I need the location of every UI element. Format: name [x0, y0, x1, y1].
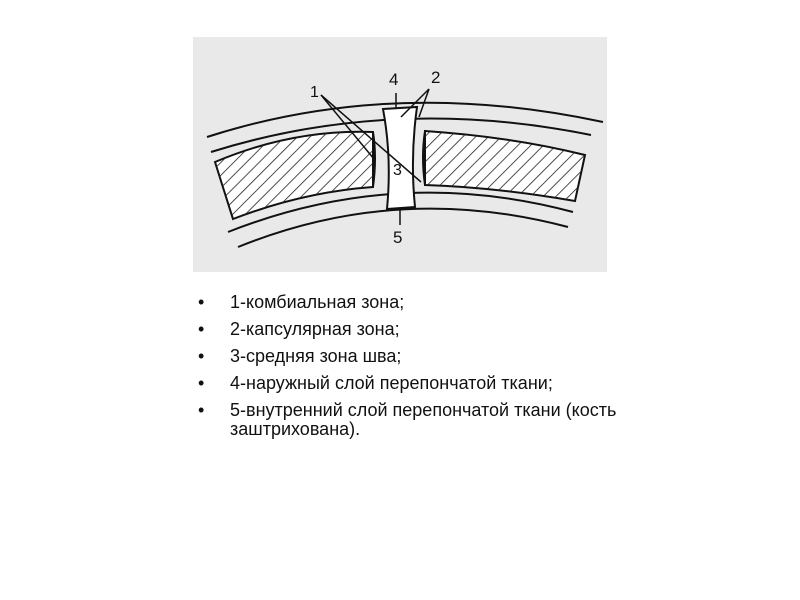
legend-text: 1-комбиальная зона;	[230, 292, 405, 312]
label-4: 4	[389, 70, 398, 89]
leader-2a	[400, 88, 430, 118]
legend-item: • 4-наружный слой перепончатой ткани;	[198, 374, 618, 393]
gap-wall-left	[372, 131, 376, 188]
legend-text: 5-внутренний слой перепончатой ткани (ко…	[230, 400, 617, 439]
bullet-icon: •	[198, 400, 205, 420]
label-3: 3	[393, 162, 402, 179]
outer-layer-line-1	[206, 101, 604, 138]
legend-item: • 3-средняя зона шва;	[198, 347, 618, 366]
legend-item: • 1-комбиальная зона;	[198, 293, 618, 312]
legend-text: 3-средняя зона шва;	[230, 346, 402, 366]
legend-item: • 5-внутренний слой перепончатой ткани (к…	[198, 401, 618, 439]
label-2: 2	[431, 68, 440, 87]
leader-1b	[320, 94, 422, 183]
legend-list: • 1-комбиальная зона; • 2-капсулярная зона…	[198, 293, 618, 447]
legend-text: 4-наружный слой перепончатой ткани;	[230, 373, 553, 393]
bone-right	[424, 129, 587, 203]
leader-2b	[418, 88, 430, 118]
bullet-icon: •	[198, 373, 205, 393]
label-5: 5	[393, 228, 402, 247]
suture-column	[381, 105, 419, 211]
leader-1a	[320, 94, 375, 160]
legend-item: • 2-капсулярная зона;	[198, 320, 618, 339]
bullet-icon: •	[198, 346, 205, 366]
label-1: 1	[310, 84, 319, 101]
suture-diagram: 1 2 3 4 5	[193, 37, 607, 272]
gap-wall-right	[422, 130, 426, 186]
bullet-icon: •	[198, 319, 205, 339]
legend-text: 2-капсулярная зона;	[230, 319, 400, 339]
bullet-icon: •	[198, 292, 205, 312]
